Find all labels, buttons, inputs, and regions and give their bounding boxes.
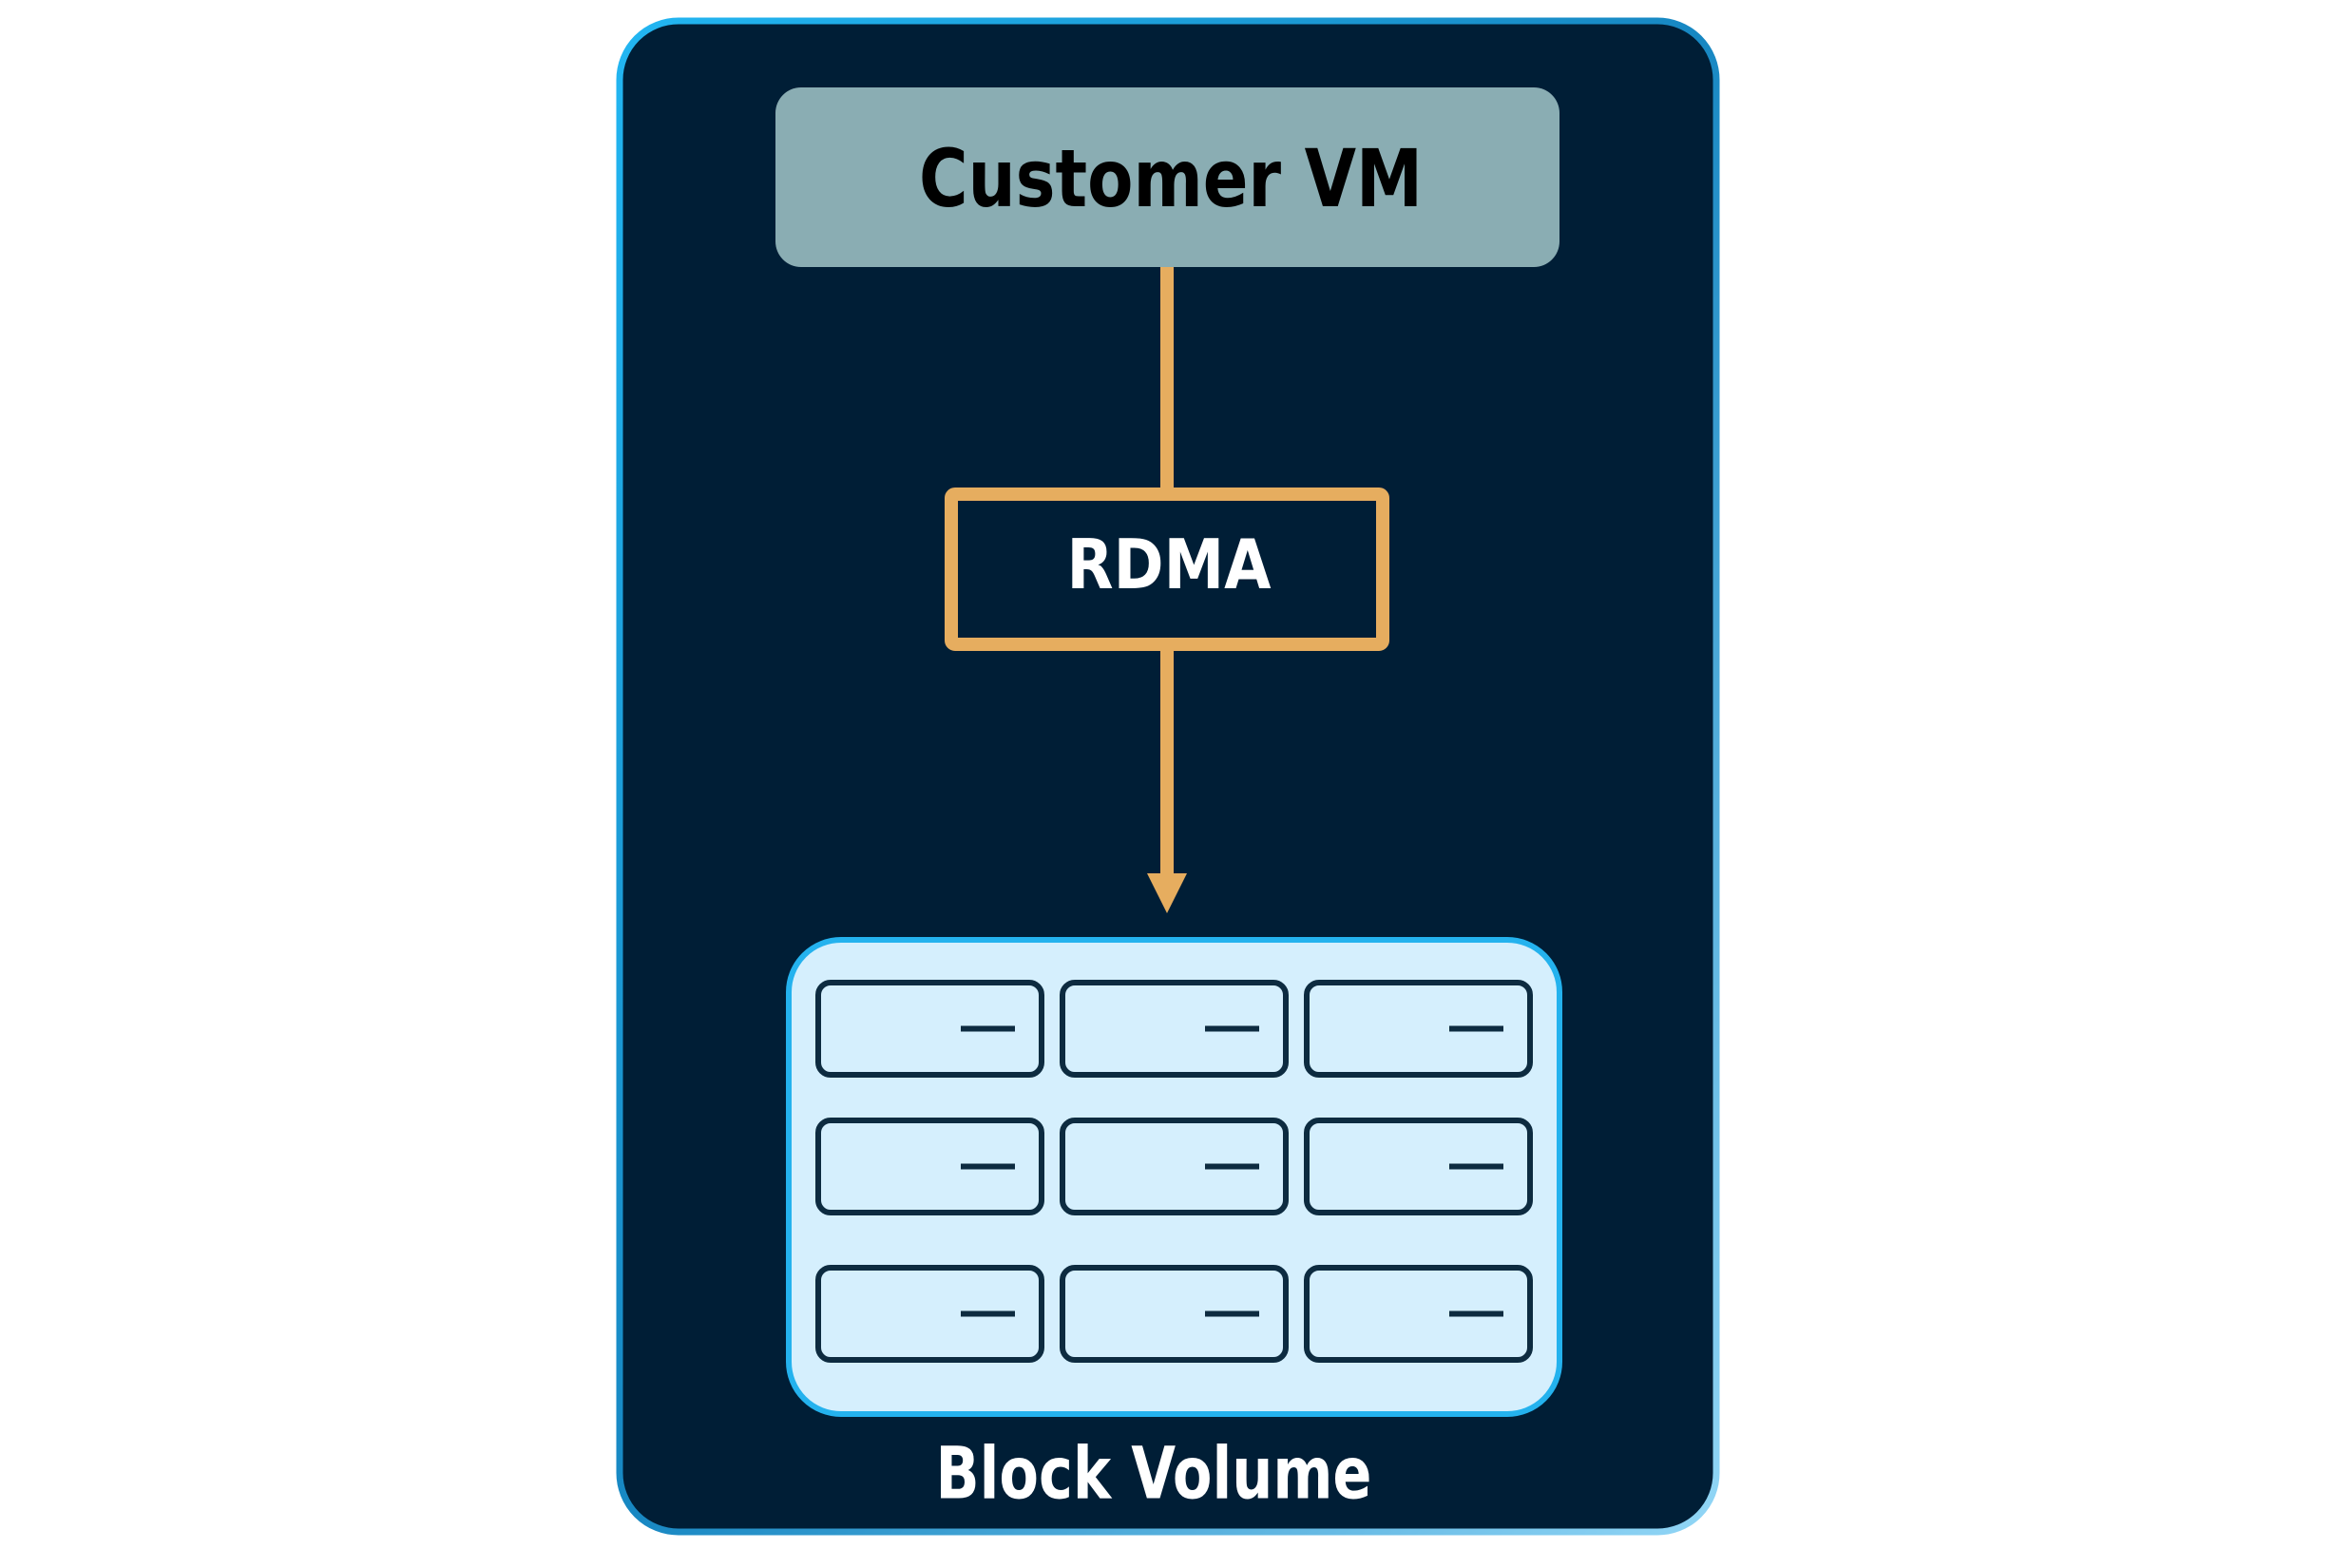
- drive-2-3: [1304, 1118, 1533, 1215]
- drive-icon: [815, 1118, 1044, 1215]
- drive-icon: [1060, 980, 1289, 1078]
- drive-indicator-icon: [961, 1310, 1015, 1317]
- drive-icon: [1304, 980, 1533, 1078]
- rdma-box: [945, 488, 1389, 651]
- block-volume-node: [786, 937, 1562, 1417]
- drive-indicator-icon: [1449, 1310, 1503, 1317]
- drive-icon: [1060, 1118, 1289, 1215]
- drive-1-1: [815, 980, 1044, 1078]
- drive-1-2: [1060, 980, 1289, 1078]
- drive-indicator-icon: [1205, 1310, 1259, 1317]
- drive-indicator-icon: [1205, 1025, 1259, 1032]
- drive-indicator-icon: [961, 1025, 1015, 1032]
- arrowhead-down-icon: [1147, 873, 1187, 913]
- drive-grid: [815, 980, 1533, 1363]
- drive-3-2: [1060, 1265, 1289, 1363]
- drive-icon: [815, 1265, 1044, 1363]
- rdma-label: RDMA: [1067, 525, 1272, 604]
- drive-indicator-icon: [1449, 1025, 1503, 1032]
- drive-2-1: [815, 1118, 1044, 1215]
- rdma-node: RDMA: [945, 488, 1389, 651]
- drive-icon: [1304, 1265, 1533, 1363]
- customer-vm-box: [775, 87, 1559, 267]
- drive-indicator-icon: [1205, 1163, 1259, 1170]
- customer-vm-node: Customer VM: [775, 87, 1559, 267]
- drive-icon: [1060, 1265, 1289, 1363]
- customer-vm-label: Customer VM: [919, 132, 1423, 225]
- drive-3-1: [815, 1265, 1044, 1363]
- drive-3-3: [1304, 1265, 1533, 1363]
- drive-icon: [815, 980, 1044, 1078]
- drive-2-2: [1060, 1118, 1289, 1215]
- drive-1-3: [1304, 980, 1533, 1078]
- drive-icon: [1304, 1118, 1533, 1215]
- block-volume-label: Block Volume: [936, 1431, 1372, 1516]
- drive-indicator-icon: [1449, 1163, 1503, 1170]
- drive-indicator-icon: [961, 1163, 1015, 1170]
